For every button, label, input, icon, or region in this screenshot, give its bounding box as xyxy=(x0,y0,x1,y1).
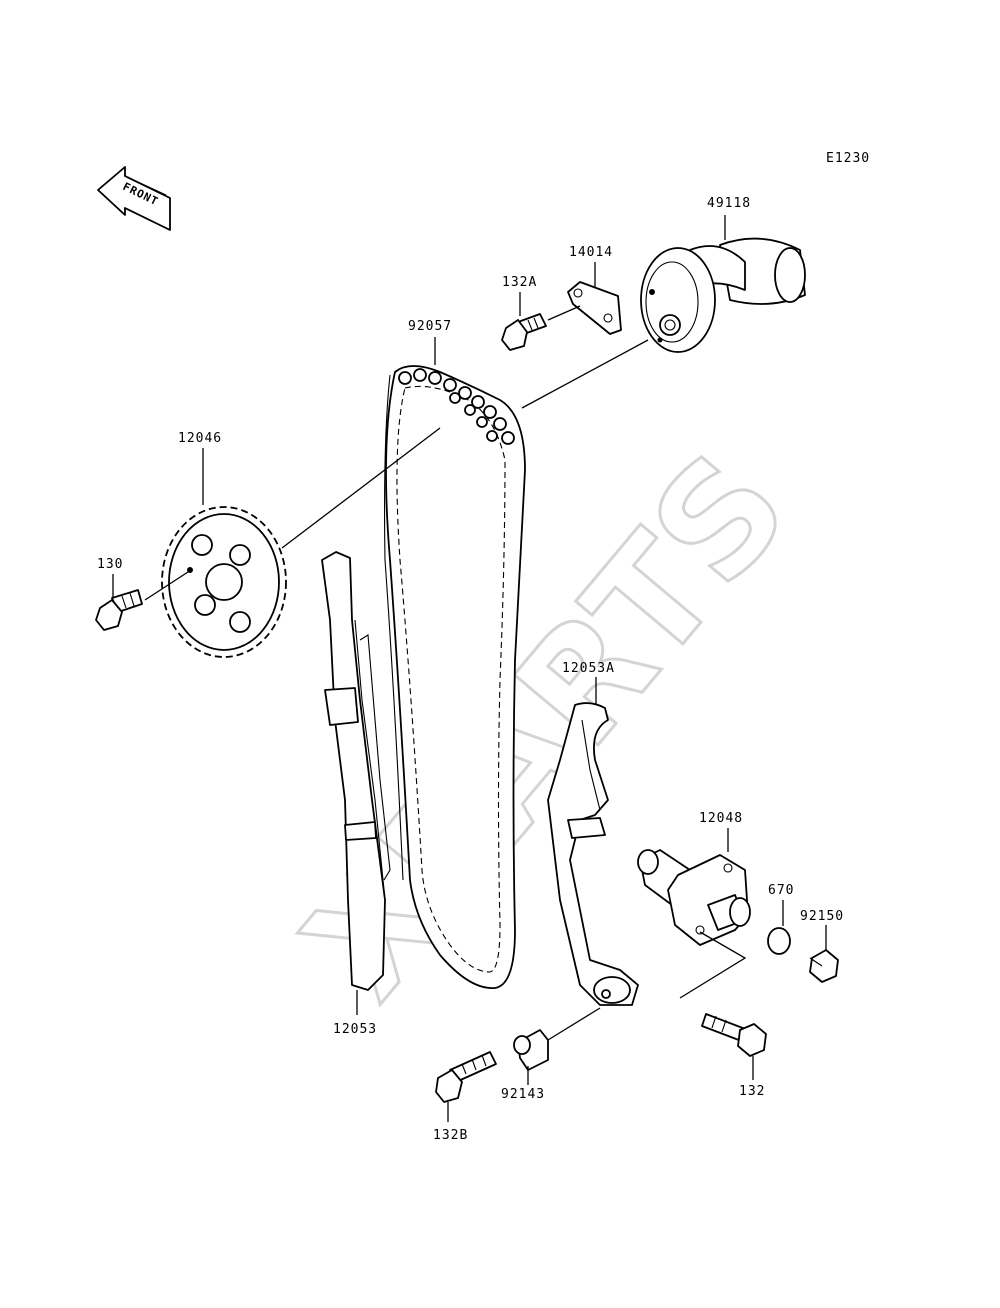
cap-bolt-92150[interactable] xyxy=(809,949,839,983)
part-label-132a[interactable]: 132A xyxy=(502,275,537,290)
bolt-130[interactable] xyxy=(95,589,143,631)
cam-chain-tensioner[interactable] xyxy=(637,849,751,946)
part-label-670[interactable]: 670 xyxy=(768,883,794,898)
collar-92143[interactable] xyxy=(513,1029,549,1071)
part-label-92143[interactable]: 92143 xyxy=(501,1087,545,1102)
leader-132-bracket xyxy=(679,931,747,999)
chain-tensioner-guide[interactable] xyxy=(547,702,639,1006)
cam-plate[interactable] xyxy=(567,281,622,335)
part-label-12048[interactable]: 12048 xyxy=(699,811,743,826)
part-label-132b[interactable]: 132B xyxy=(433,1128,468,1143)
leader-132a-to-plate xyxy=(547,305,581,321)
leader-92143-to-guide xyxy=(547,1007,601,1041)
axis-camshaft xyxy=(521,339,649,409)
part-label-92150[interactable]: 92150 xyxy=(800,909,844,924)
part-label-14014[interactable]: 14014 xyxy=(569,245,613,260)
o-ring[interactable] xyxy=(767,927,791,955)
chain-guide-left[interactable] xyxy=(321,551,391,991)
front-arrow-icon: FRONT xyxy=(97,166,171,231)
cam-chain[interactable] xyxy=(384,365,526,989)
part-label-12053a[interactable]: 12053A xyxy=(562,661,615,676)
bolt-132b[interactable] xyxy=(435,1051,497,1103)
part-label-49118[interactable]: 49118 xyxy=(707,196,751,211)
camshaft[interactable] xyxy=(640,237,806,353)
diagram-code: E1230 xyxy=(826,151,870,166)
part-label-12046[interactable]: 12046 xyxy=(178,431,222,446)
part-label-130[interactable]: 130 xyxy=(97,557,123,572)
part-label-132[interactable]: 132 xyxy=(739,1084,765,1099)
bolt-132[interactable] xyxy=(701,1013,767,1057)
cam-sprocket[interactable] xyxy=(161,506,287,658)
part-label-92057[interactable]: 92057 xyxy=(408,319,452,334)
part-label-12053[interactable]: 12053 xyxy=(333,1022,377,1037)
axis-sprocket xyxy=(281,427,441,549)
leader-130-to-sprocket xyxy=(144,571,189,601)
bolt-132a[interactable] xyxy=(501,313,547,351)
chain-links xyxy=(398,368,515,445)
